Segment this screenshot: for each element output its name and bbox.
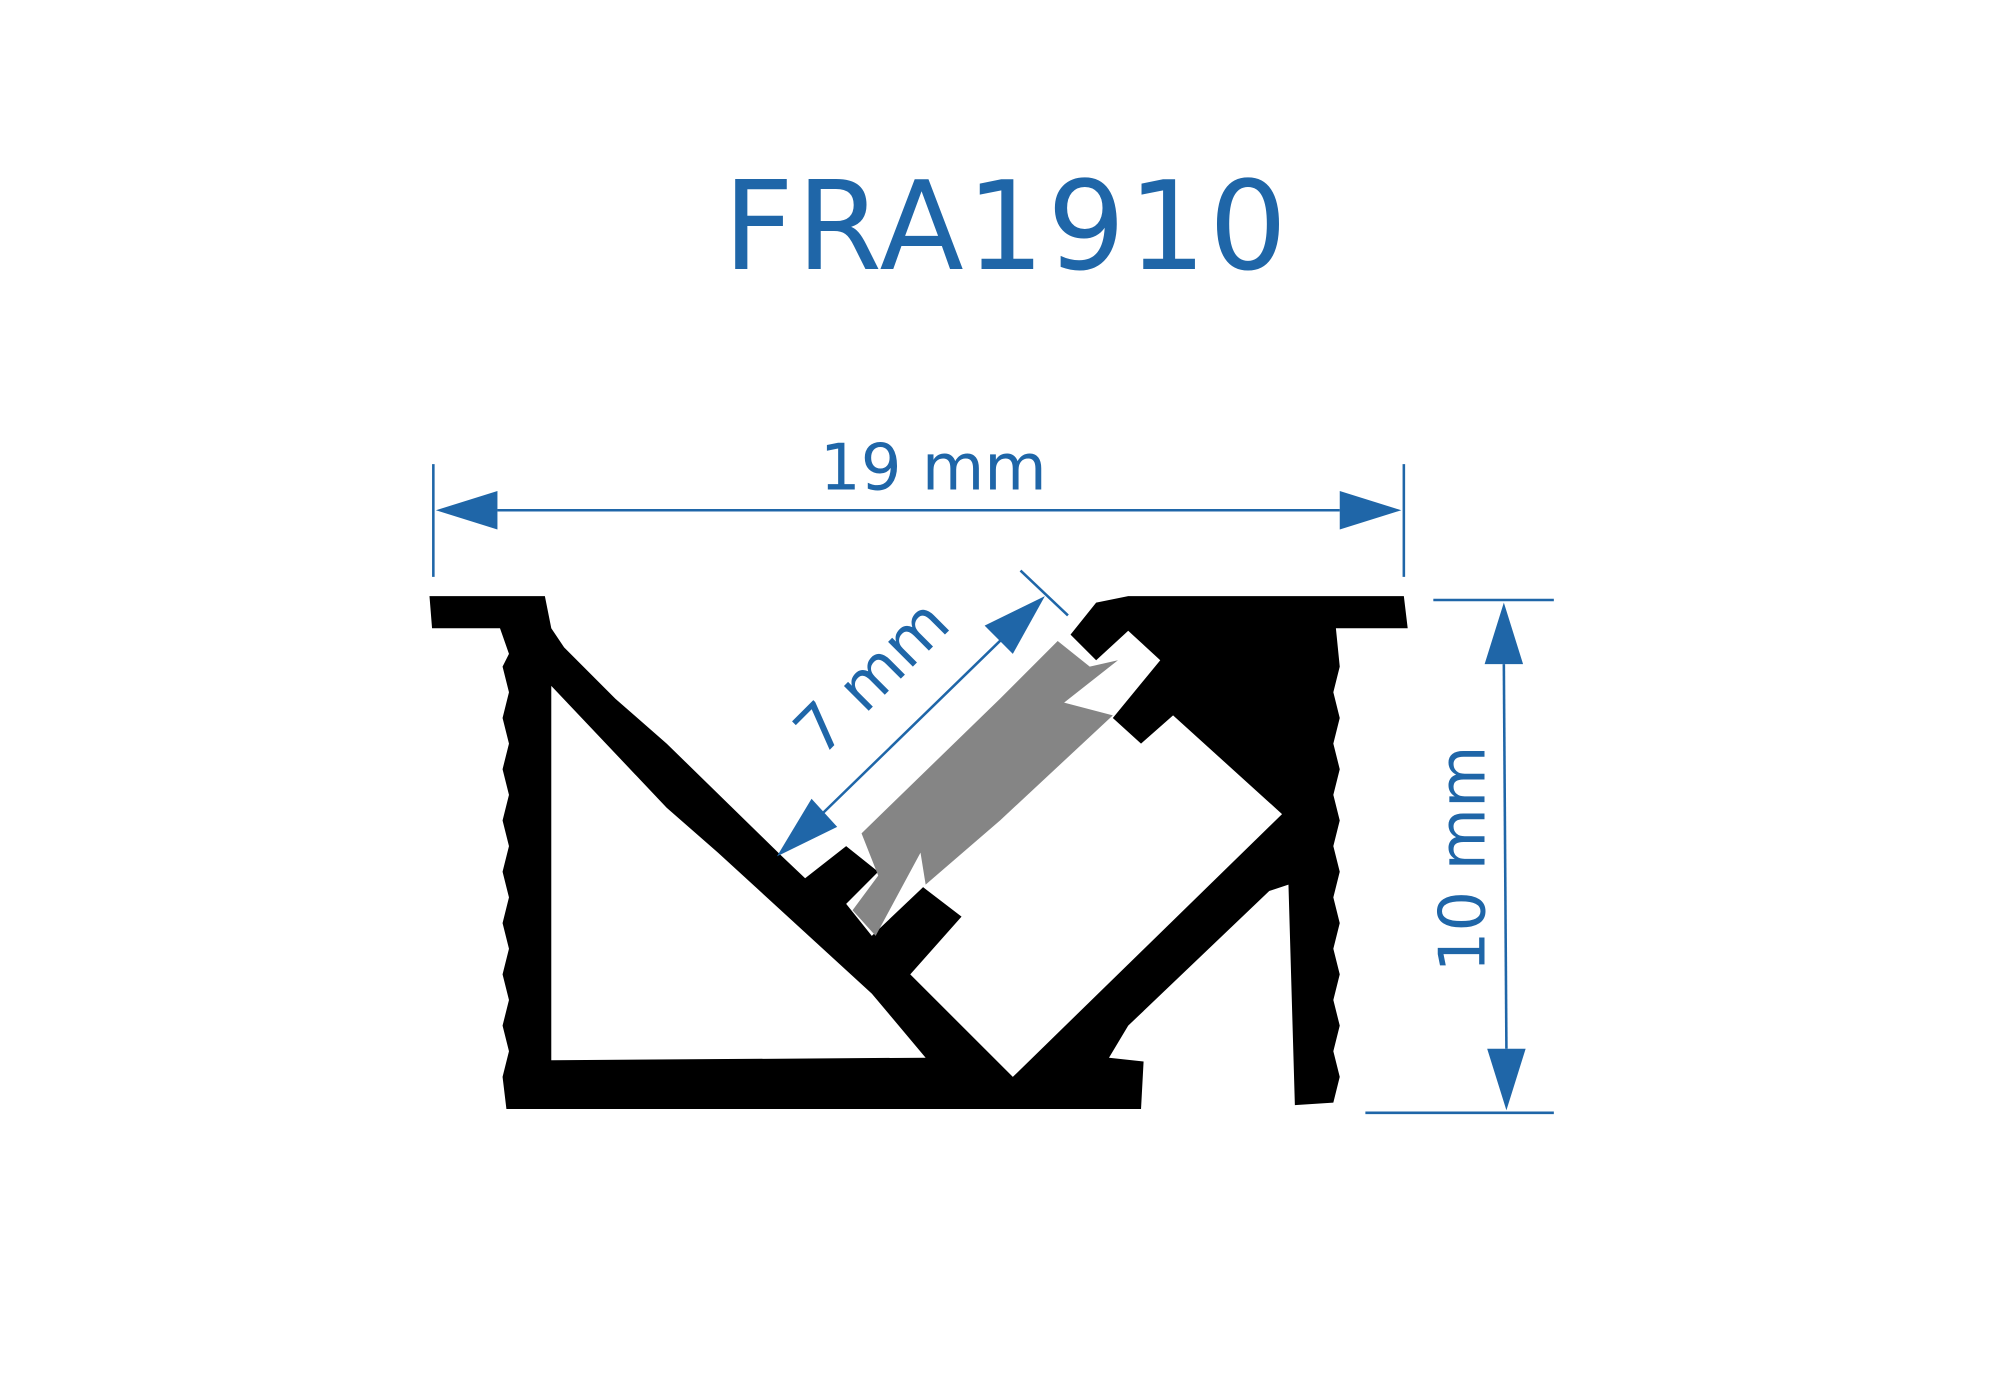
diagonal-dimension [776,569,1069,857]
height-dimension [1365,598,1554,1115]
width-label: 19 mm [820,432,1047,506]
aluminium-profile [429,596,1408,1109]
arrow-up-right-icon [984,596,1045,654]
arrow-up-icon [1484,602,1524,665]
led-strip [852,641,1118,936]
height-label: 10 mm [1427,746,1501,973]
diagonal-label: 7 mm [780,586,964,770]
arrow-right-icon [1339,491,1402,530]
left-cavity [551,685,926,1061]
product-title: FRA1910 [723,156,1290,299]
arrow-left-icon [435,491,498,530]
arrow-down-left-icon [776,798,838,857]
width-dimension [432,464,1406,577]
arrow-down-icon [1487,1048,1526,1111]
